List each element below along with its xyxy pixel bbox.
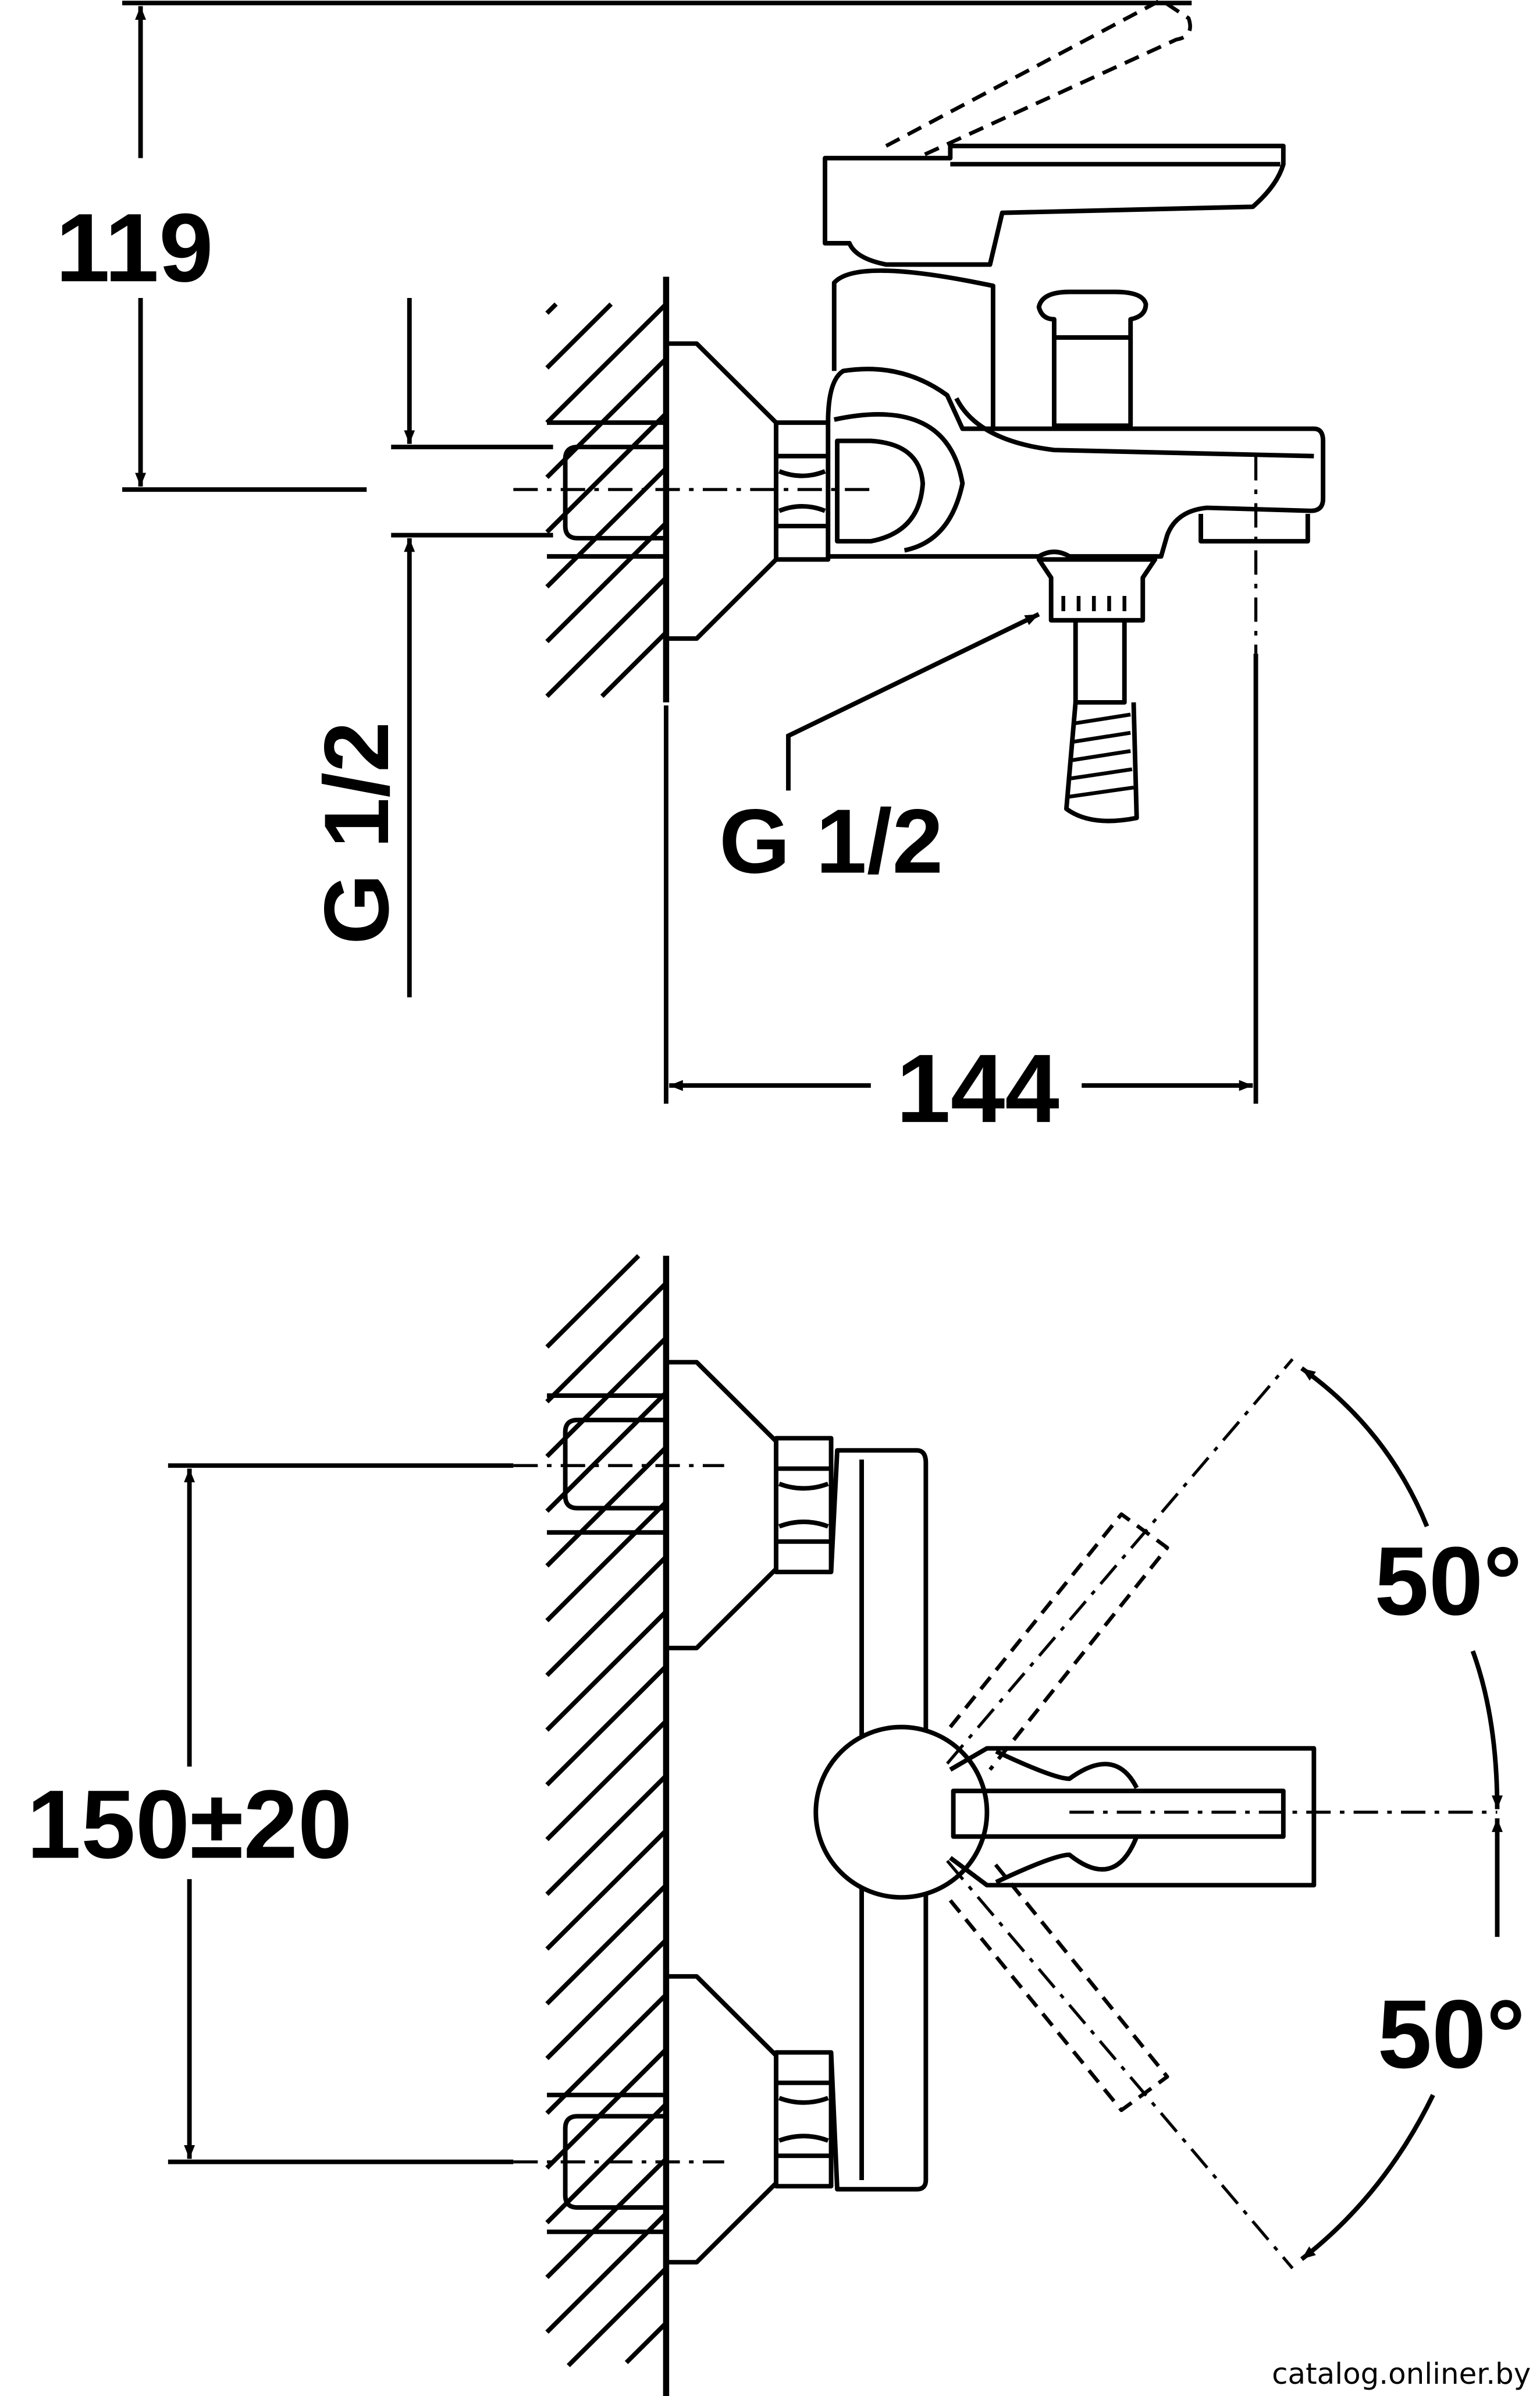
label-150-20: 150±20 xyxy=(27,1770,353,1879)
side-view xyxy=(513,0,1326,823)
mixer-body-side xyxy=(826,367,1326,559)
shower-hose-side xyxy=(1064,702,1139,823)
hex-nut-side xyxy=(774,420,831,562)
side-view-dimensions xyxy=(122,1,1258,1104)
label-119: 119 xyxy=(56,193,214,303)
diverter-knob-side xyxy=(1036,289,1148,428)
escutcheon-upper xyxy=(666,1359,778,1650)
angle-arc-upper-2 xyxy=(1470,1650,1503,1809)
label-g-bottom: G 1/2 xyxy=(719,791,943,893)
top-view xyxy=(513,1254,1498,2396)
label-144: 144 xyxy=(896,1034,1059,1143)
hex-nut-upper xyxy=(774,1436,834,1575)
label-angle-upper: 50° xyxy=(1374,1527,1522,1636)
label-g-side: G 1/2 xyxy=(306,722,408,945)
leader-g-bottom xyxy=(786,612,1040,791)
inlet-window-side xyxy=(835,438,926,544)
lever-raised-dashed xyxy=(885,0,1192,160)
angle-arc-upper-1 xyxy=(1300,1366,1429,1528)
wall-stub-side xyxy=(563,445,666,541)
top-view-dimensions xyxy=(168,1366,1503,2261)
lever-handle-top xyxy=(951,1788,1286,1839)
lever-top xyxy=(949,1746,1317,1888)
shower-outlet-side xyxy=(1036,557,1158,623)
hex-nut-lower xyxy=(774,2050,834,2189)
cartridge-round-top xyxy=(813,1724,990,1900)
label-angle-lower: 50° xyxy=(1378,1979,1525,2089)
watermark: catalog.onliner.by xyxy=(1272,2357,1531,2391)
angle-arc-lower-2 xyxy=(1300,2094,1435,2261)
lever-side xyxy=(823,143,1286,267)
escutcheon-lower xyxy=(666,1974,778,2265)
